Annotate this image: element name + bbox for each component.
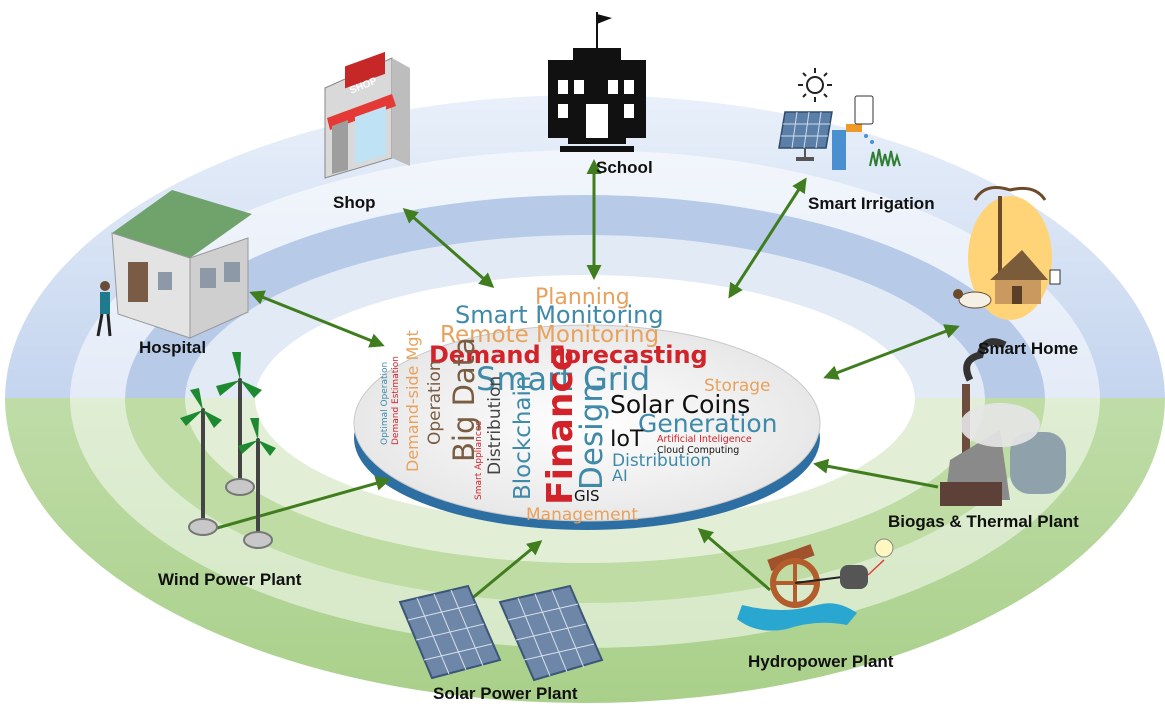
arrow-wind bbox=[209, 476, 391, 532]
word-finance: Finance bbox=[540, 347, 581, 505]
word-iot: IoT bbox=[610, 427, 644, 452]
wind-illustration bbox=[180, 352, 276, 549]
word-demand-side-mgt: Demand-side Mgt bbox=[403, 330, 422, 472]
school-illustration bbox=[548, 12, 646, 152]
word-cloud-computing: Cloud Computing bbox=[657, 445, 739, 456]
word-solar-coins: Solar Coins bbox=[610, 390, 750, 419]
irrigation-illustration bbox=[778, 68, 901, 170]
label-smart-irrigation: Smart Irrigation bbox=[808, 194, 935, 213]
arrow-biogas bbox=[813, 458, 939, 489]
word-smart-grid: Smart Grid bbox=[476, 360, 650, 398]
biogas-thermal-illustration bbox=[940, 338, 1066, 506]
word-blockchain: Blockchain bbox=[510, 376, 536, 501]
word-distribution: Distribution bbox=[612, 451, 711, 471]
word-distribution-vertical: Distribution bbox=[485, 376, 505, 475]
label-hospital: Hospital bbox=[139, 338, 206, 357]
label-smart-home: Smart Home bbox=[978, 339, 1078, 358]
label-shop: Shop bbox=[333, 193, 376, 212]
central-disc bbox=[353, 324, 821, 530]
solar-illustration bbox=[398, 584, 604, 682]
label-wind-power: Wind Power Plant bbox=[158, 570, 302, 589]
arrow-shop bbox=[402, 208, 495, 288]
arrow-hospital bbox=[249, 290, 385, 348]
word-gis: GIS bbox=[574, 487, 600, 505]
word-generation: Generation bbox=[638, 409, 777, 438]
word-smart-monitoring: Smart Monitoring bbox=[455, 301, 664, 329]
word-design: Design bbox=[574, 383, 610, 490]
word-optimal-operation: Optimal Operation bbox=[380, 362, 390, 445]
node-labels: Shop School Smart Irrigation Hospital Sm… bbox=[139, 158, 1079, 703]
word-demand-forecasting: Demand Forecasting bbox=[429, 341, 708, 369]
word-remote-monitoring: Remote Monitoring bbox=[440, 322, 659, 348]
label-solar-power: Solar Power Plant bbox=[433, 684, 578, 703]
label-school: School bbox=[596, 158, 653, 177]
word-artificial-intelligence: Artificial Inteligence bbox=[657, 434, 752, 445]
word-cloud: Planning Smart Monitoring Remote Monitor… bbox=[380, 285, 777, 525]
hospital-illustration bbox=[96, 190, 252, 339]
word-ai: AI bbox=[612, 466, 628, 485]
word-planning: Planning bbox=[535, 285, 630, 310]
word-management: Management bbox=[526, 505, 638, 525]
smart-home-illustration bbox=[953, 186, 1061, 320]
word-big-data: Big Data bbox=[447, 337, 481, 462]
word-operation: Operation bbox=[425, 360, 445, 445]
arrow-irrigation bbox=[728, 177, 807, 299]
arrow-smart-home bbox=[823, 324, 960, 380]
connection-arrows bbox=[209, 159, 960, 602]
label-hydropower: Hydropower Plant bbox=[748, 652, 894, 671]
arrow-hydro bbox=[697, 528, 771, 592]
arrow-solar bbox=[469, 540, 543, 602]
word-storage: Storage bbox=[704, 376, 771, 396]
word-smart-appliances: Smart Appliances bbox=[474, 421, 484, 500]
hydro-illustration bbox=[737, 538, 894, 631]
shop-illustration: SHOP bbox=[324, 51, 410, 179]
label-biogas-thermal: Biogas & Thermal Plant bbox=[888, 512, 1079, 531]
word-demand-estimation: Demand Estimation bbox=[391, 356, 401, 445]
